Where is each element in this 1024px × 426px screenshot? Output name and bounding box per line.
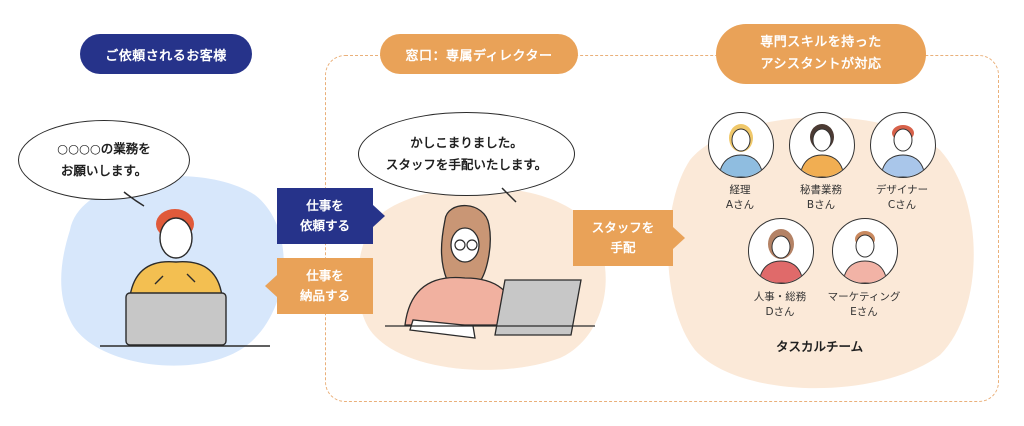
deliver-arrow-head — [265, 275, 277, 297]
arrange-arrow-head — [673, 227, 685, 249]
director-bubble-tail — [501, 187, 517, 203]
director-speech-bubble: かしこまりました。 スタッフを手配いたします。 — [358, 112, 575, 196]
director-person-illustration — [385, 204, 595, 339]
request-arrow-head — [373, 205, 385, 227]
client-title: ご依頼されるお客様 — [80, 34, 252, 74]
member-avatar-b — [789, 112, 855, 178]
member-avatar-c — [870, 112, 936, 178]
team-blob — [668, 117, 974, 389]
assistants-title: 専門スキルを持った アシスタントが対応 — [716, 24, 926, 84]
client-bubble-tail — [123, 191, 145, 207]
director-title: 窓口：専属ディレクター — [380, 34, 578, 74]
deliver-work-arrow: 仕事を納品する — [277, 258, 373, 314]
client-person-illustration — [100, 209, 270, 347]
client-speech-bubble: ○○○○の業務を お願いします。 — [18, 120, 190, 200]
member-avatar-e — [832, 218, 898, 284]
member-avatar-a — [708, 112, 774, 178]
request-work-arrow: 仕事を依頼する — [277, 188, 373, 244]
team-name: タスカルチーム — [776, 339, 864, 354]
member-avatar-d — [748, 218, 814, 284]
arrange-staff-arrow: スタッフを手配 — [573, 210, 673, 266]
